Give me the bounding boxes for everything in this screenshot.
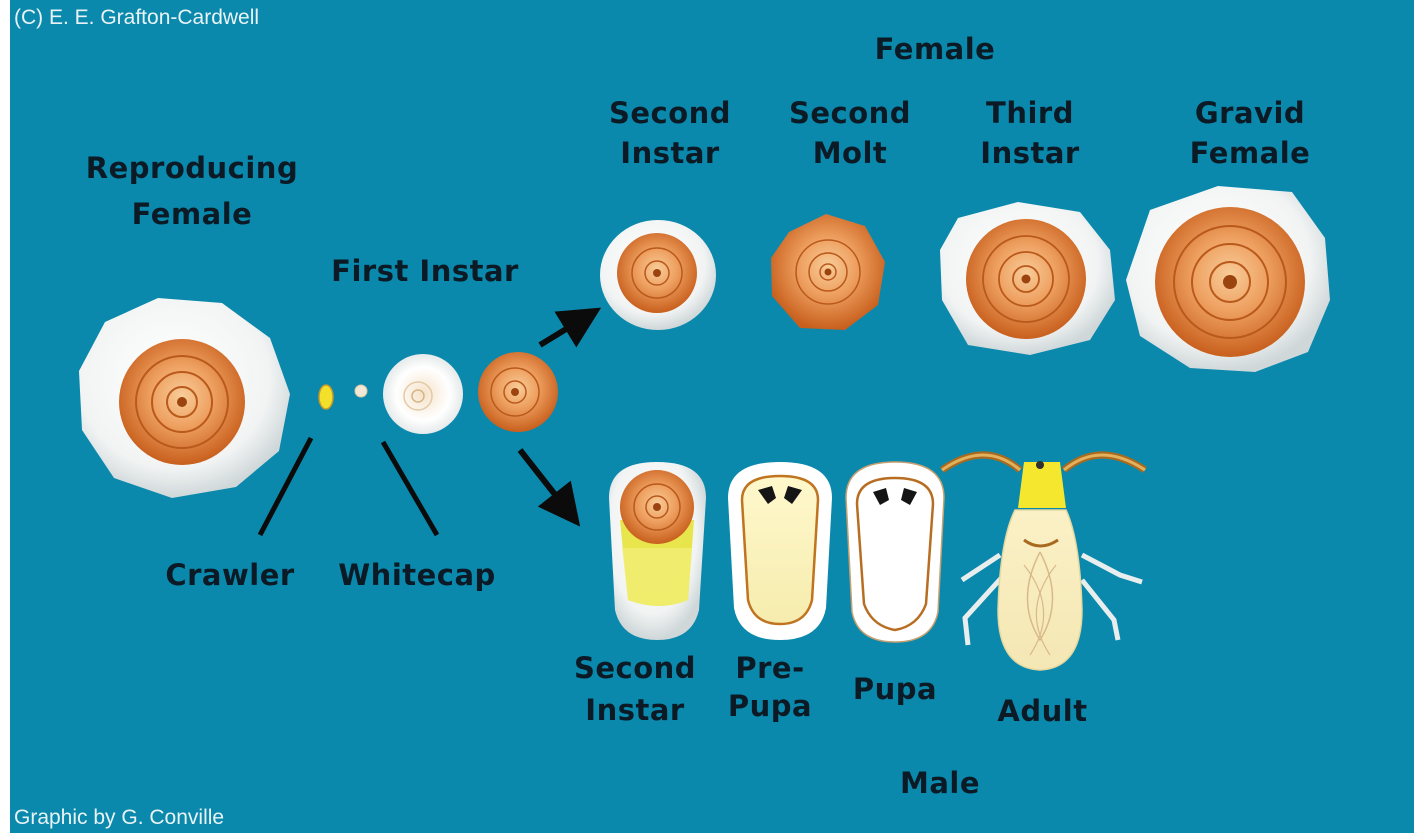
arrow-to-male	[520, 450, 575, 520]
label-female-second-instar: Second Instar	[590, 90, 750, 176]
label-third-instar: Third Instar	[960, 90, 1100, 176]
adult-male-insect	[942, 455, 1145, 670]
settled-crawler	[355, 385, 367, 397]
label-crawler: Crawler	[150, 552, 310, 598]
label-male-header: Male	[870, 760, 1010, 806]
first-instar-scale	[478, 352, 558, 432]
copyright-notice: (C) E. E. Grafton-Cardwell	[14, 6, 259, 30]
label-gravid-female: Gravid Female	[1165, 90, 1335, 176]
label-female-header: Female	[850, 26, 1020, 72]
female-second-instar-scale	[600, 220, 716, 330]
reproducing-female-scale	[79, 298, 290, 498]
label-male-second-instar: Second Instar	[555, 645, 715, 733]
arrow-to-female	[540, 312, 594, 345]
whitecap-scale	[383, 354, 463, 434]
label-second-molt: Second Molt	[770, 90, 930, 176]
label-adult: Adult	[975, 688, 1110, 734]
label-reproducing-female: Reproducing Female	[62, 145, 322, 237]
male-second-instar-scale	[609, 462, 706, 640]
whitecap-pointer-line	[383, 442, 437, 535]
pupa-stage	[846, 462, 944, 642]
label-whitecap: Whitecap	[322, 552, 512, 598]
third-instar-scale	[940, 202, 1115, 355]
gravid-female-scale	[1126, 186, 1330, 372]
second-molt-scale	[771, 214, 885, 330]
crawler-insect	[319, 385, 333, 409]
label-first-instar: First Instar	[310, 248, 540, 294]
pre-pupa-stage	[728, 462, 832, 640]
label-pre-pupa: Pre- Pupa	[710, 645, 830, 729]
label-pupa: Pupa	[830, 666, 960, 712]
graphic-credit: Graphic by G. Conville	[14, 806, 224, 830]
